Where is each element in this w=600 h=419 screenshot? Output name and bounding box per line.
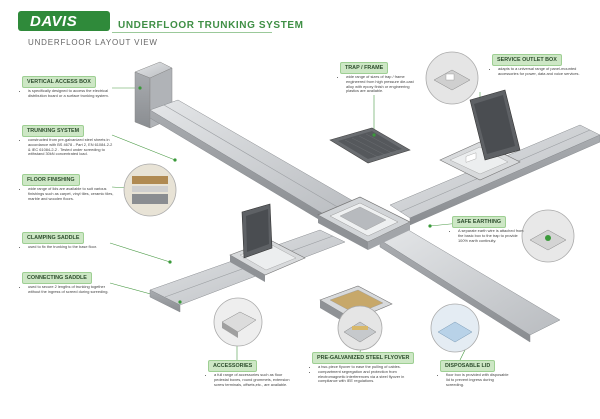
title-underline	[112, 32, 272, 33]
label-trap-frame: TRAP / FRAME	[340, 62, 389, 74]
brand-logo: DAVIS	[18, 11, 110, 31]
label-trunking-system: TRUNKING SYSTEM	[22, 125, 85, 137]
desc-flyover-text-1: a two-piece flyover to ease the pulling …	[318, 364, 408, 370]
desc-safe-earthing-text: A separate earth wire is attached from t…	[458, 228, 524, 243]
desc-trunking-system-text: constructed from pre-galvanized steel sh…	[28, 137, 114, 157]
desc-clamping-saddle-text: used to fix the trunking to the base flo…	[28, 244, 114, 250]
callout-flyover	[337, 305, 383, 351]
junction-box	[317, 196, 411, 250]
desc-clamping-saddle: used to fix the trunking to the base flo…	[22, 244, 114, 250]
label-vertical-access-box: VERTICAL ACCESS BOX	[22, 76, 96, 88]
desc-accessories: a full range of accessories such as floo…	[208, 372, 292, 387]
service-outlet-box-open	[439, 89, 521, 181]
desc-trunking-system: constructed from pre-galvanized steel sh…	[22, 137, 114, 157]
desc-flyover: a two-piece flyover to ease the pulling …	[312, 364, 408, 384]
callout-disposable-lid	[430, 303, 480, 353]
desc-service-outlet-box-text: adapts to a universal range of panel-mou…	[498, 66, 588, 77]
page-subtitle: UNDERFLOOR LAYOUT VIEW	[28, 38, 158, 47]
desc-trap-frame-text: wide range of sizes of trap / frame engi…	[346, 74, 422, 94]
desc-floor-finishing: wide range of lids are available to suit…	[22, 186, 114, 201]
desc-flyover-text-2: compartment segregation and protection f…	[318, 369, 408, 384]
page-title: UNDERFLOOR TRUNKING SYSTEM	[118, 20, 304, 31]
desc-accessories-text: a full range of accessories such as floo…	[214, 372, 292, 387]
label-floor-finishing: FLOOR FINISHING	[22, 174, 80, 186]
callout-service-outlet	[425, 51, 479, 105]
desc-connecting-saddle-text: used to secure 2 lengths of trunking tog…	[28, 284, 114, 295]
trap-frame-plate	[329, 127, 411, 164]
label-service-outlet-box: SERVICE OUTLET BOX	[492, 54, 562, 66]
label-clamping-saddle: CLAMPING SADDLE	[22, 232, 85, 244]
label-safe-earthing: SAFE EARTHING	[452, 216, 507, 228]
left-floor-box-open	[229, 203, 306, 282]
label-accessories: ACCESSORIES	[208, 360, 258, 372]
callout-floor-finishing	[123, 163, 177, 217]
desc-trap-frame: wide range of sizes of trap / frame engi…	[340, 74, 422, 94]
desc-safe-earthing: A separate earth wire is attached from t…	[452, 228, 524, 243]
desc-disposable-lid: floor box is provided with disposable li…	[440, 372, 512, 387]
desc-floor-finishing-text: wide range of lids are available to suit…	[28, 186, 114, 201]
desc-service-outlet-box: adapts to a universal range of panel-mou…	[492, 66, 588, 77]
leader-lines	[109, 87, 481, 361]
desc-vertical-access-box-text: is specifically designed to access the e…	[28, 88, 114, 99]
callout-accessories	[213, 297, 263, 347]
label-disposable-lid: DISPOSABLE LID	[440, 360, 496, 372]
desc-disposable-lid-text: floor box is provided with disposable li…	[446, 372, 512, 387]
main-trunk-run	[149, 99, 361, 227]
desc-vertical-access-box: is specifically designed to access the e…	[22, 88, 114, 99]
label-connecting-saddle: CONNECTING SADDLE	[22, 272, 92, 284]
anchor-dots	[138, 86, 432, 304]
brand-name: DAVIS	[30, 13, 78, 30]
lower-right-trunk-run	[379, 227, 561, 343]
desc-connecting-saddle: used to secure 2 lengths of trunking tog…	[22, 284, 114, 295]
label-pre-galvanized-steel-flyover: PRE-GALVANIZED STEEL FLYOVER	[312, 352, 415, 364]
callout-safe-earthing	[521, 209, 575, 263]
